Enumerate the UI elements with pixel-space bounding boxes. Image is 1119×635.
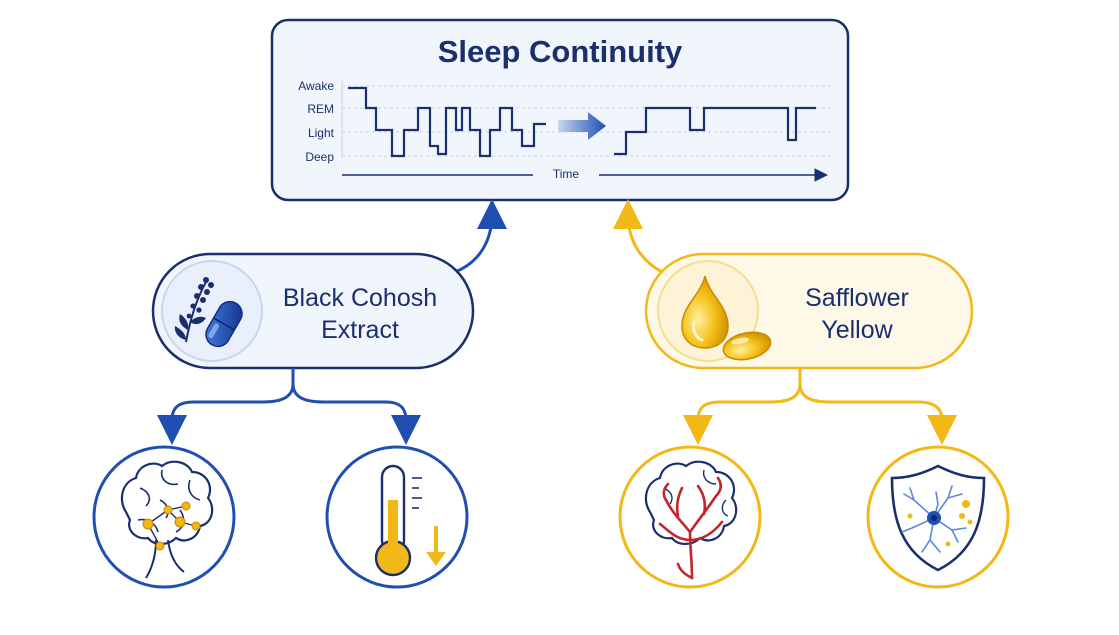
stage-label-deep: Deep <box>305 150 334 164</box>
safflower-line-2: Yellow <box>821 316 893 344</box>
fragmented-sleep-trace <box>348 86 546 158</box>
black-cohosh-line-1: Black Cohosh <box>282 284 438 312</box>
black-cohosh-line-2: Extract <box>321 316 399 344</box>
herb-capsule-icon <box>174 277 243 348</box>
stage-label-rem: REM <box>307 102 334 116</box>
stage-label-awake: Awake <box>298 79 334 93</box>
stage-label-light: Light <box>307 126 334 140</box>
oil-drop-softgel-icon <box>681 275 772 361</box>
neuron-shield-icon <box>866 445 1010 589</box>
improvement-arrow-icon <box>558 112 606 140</box>
blue-branch-arrows <box>157 368 421 445</box>
brain-vessels-icon <box>618 445 762 589</box>
consolidated-sleep-trace <box>614 106 816 156</box>
black-cohosh-pill <box>151 252 475 370</box>
page-title: Sleep Continuity <box>437 34 683 69</box>
thermometer-down-icon <box>325 445 469 589</box>
sleep-continuity-card <box>270 18 850 202</box>
blue-arrow-up <box>454 199 507 274</box>
yellow-arrow-up <box>613 199 663 274</box>
time-axis-label: Time <box>552 167 580 181</box>
yellow-branch-arrows <box>683 368 957 445</box>
black-cohosh-label: Black Cohosh Extract <box>268 282 452 346</box>
brain-network-icon <box>92 445 236 589</box>
safflower-line-1: Safflower <box>805 284 909 312</box>
safflower-yellow-label: Safflower Yellow <box>772 282 942 346</box>
